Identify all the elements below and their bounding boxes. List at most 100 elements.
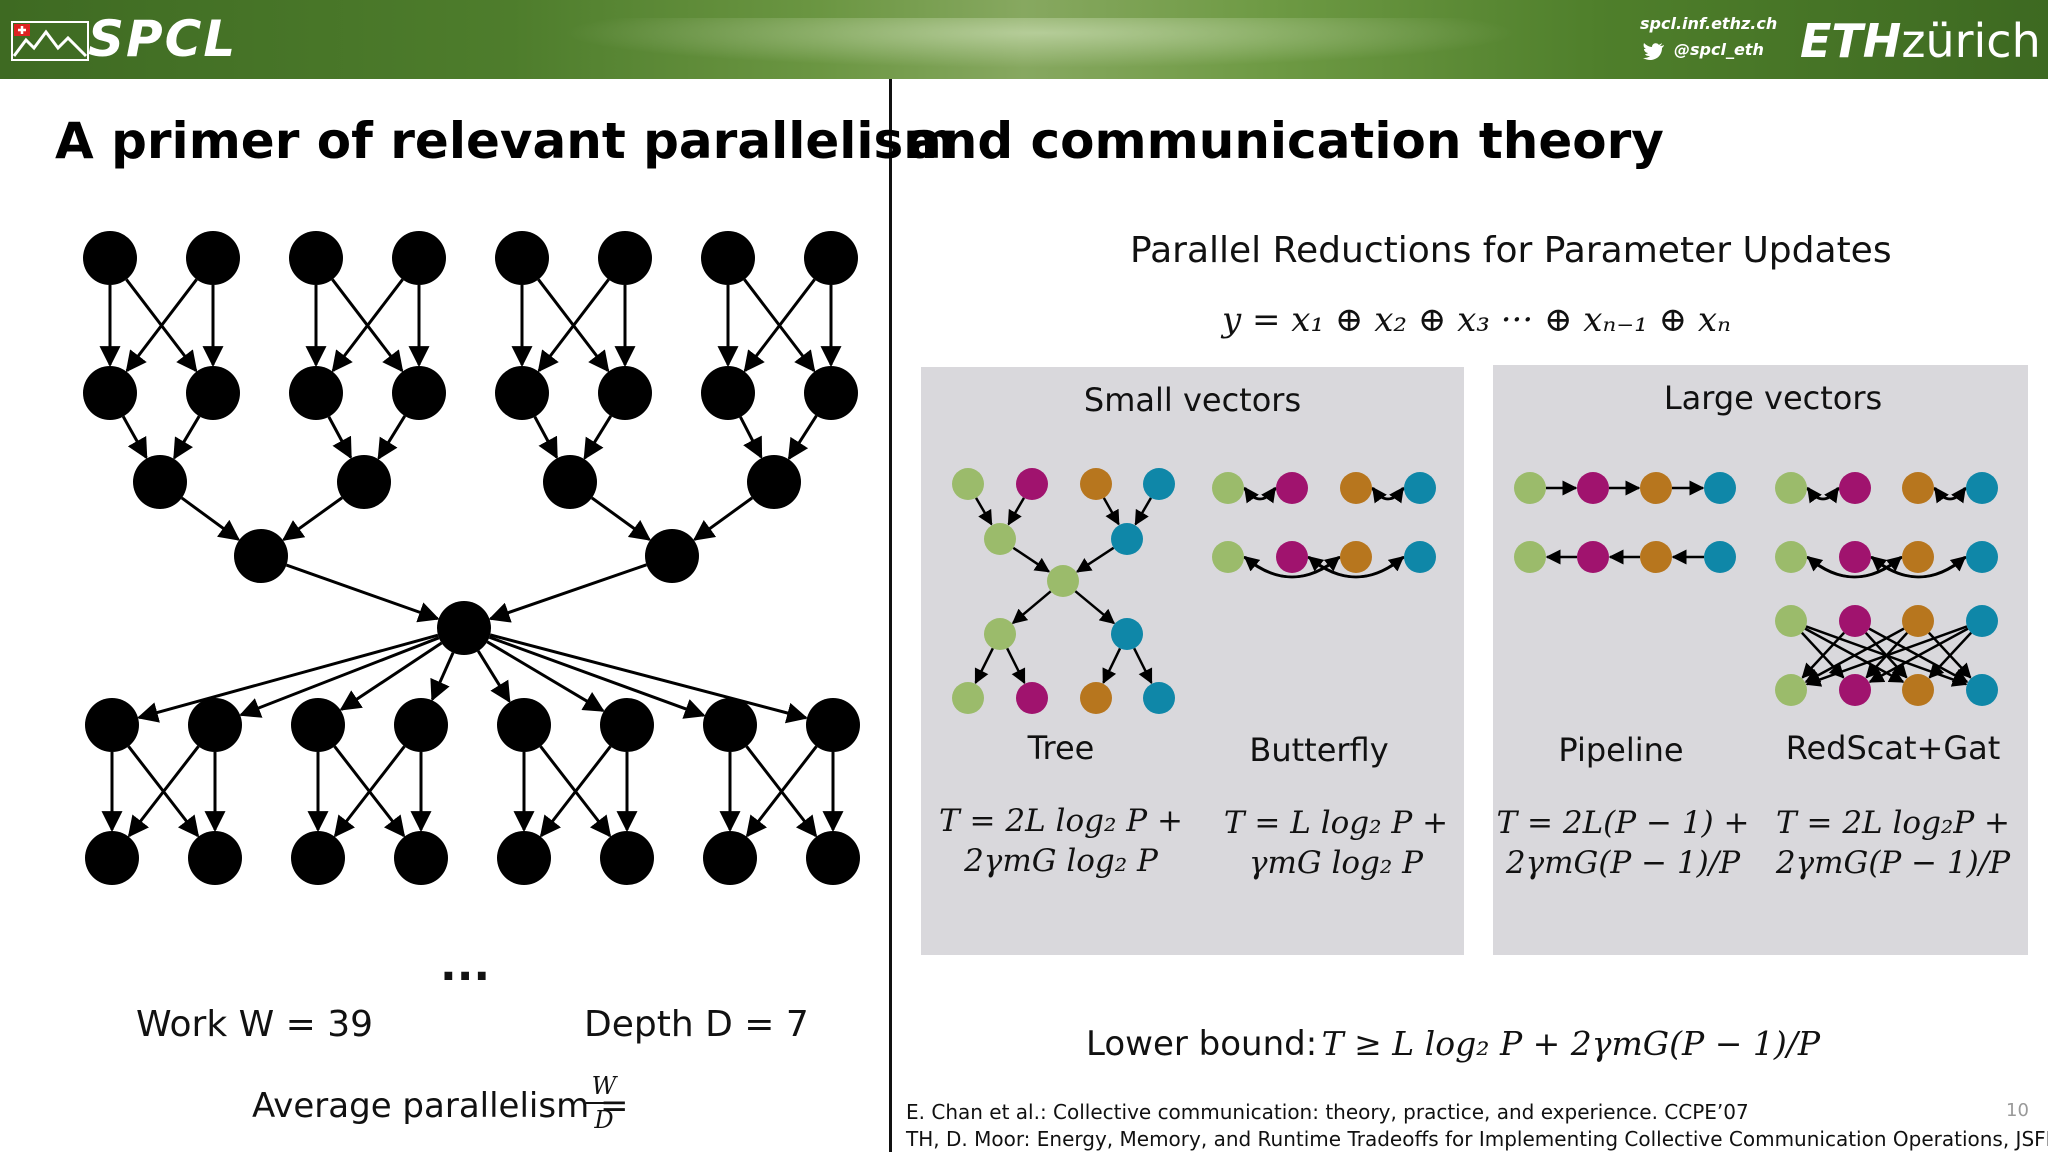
butterfly-edge <box>1373 488 1404 499</box>
dag-node <box>85 698 139 752</box>
eth-zurich-logo: ETHzürich <box>1800 14 2041 68</box>
dag-node <box>497 698 551 752</box>
redscat-node <box>1966 605 1998 637</box>
dag-node <box>291 831 345 885</box>
tree-label: Tree <box>961 729 1161 767</box>
redscat-node <box>1839 472 1871 504</box>
tree-edge <box>1013 591 1051 623</box>
pipeline-label: Pipeline <box>1521 731 1721 769</box>
tree-edge <box>1013 548 1049 572</box>
pipeline-node <box>1704 472 1736 504</box>
dag-node <box>804 366 858 420</box>
tree-edge <box>1007 648 1024 682</box>
redscat-node <box>1839 674 1871 706</box>
column-divider <box>889 79 892 1152</box>
dag-node <box>497 831 551 885</box>
dag-node <box>598 366 652 420</box>
dag-node <box>234 529 288 583</box>
butterfly-node <box>1340 472 1372 504</box>
dag-edge <box>286 565 437 619</box>
dag-node <box>392 366 446 420</box>
dag-edge <box>585 416 611 458</box>
reference-1: E. Chan et al.: Collective communication… <box>906 1100 1749 1124</box>
redscat-node <box>1775 605 1807 637</box>
redscat-formula-line1: T = 2L log₂P + <box>1761 803 2025 843</box>
dag-node <box>85 831 139 885</box>
dag-node <box>437 601 491 655</box>
tree-node <box>1111 523 1143 555</box>
pipeline-node <box>1577 541 1609 573</box>
pipeline-node <box>1704 541 1736 573</box>
dag-edge <box>789 416 816 459</box>
tree-node <box>1016 468 1048 500</box>
dag-edge <box>182 498 239 539</box>
butterfly-node <box>1276 541 1308 573</box>
redscat-node <box>1775 472 1807 504</box>
butterfly-node <box>1404 472 1436 504</box>
redscat-node <box>1902 472 1934 504</box>
dag-node <box>806 831 860 885</box>
dag-edge <box>535 417 557 458</box>
dag-node <box>806 698 860 752</box>
dag-node <box>188 698 242 752</box>
pipeline-node <box>1640 472 1672 504</box>
lower-bound: Lower bound: T ≥ L log₂ P + 2γmG(P − 1)/… <box>1086 1024 1820 1064</box>
dag-node <box>701 366 755 420</box>
dag-edge <box>478 651 509 701</box>
dag-edge <box>695 498 752 540</box>
website-link[interactable]: spcl.inf.ethz.ch <box>1640 14 1777 33</box>
tree-node <box>984 523 1016 555</box>
twitter-handle[interactable]: @spcl_eth <box>1674 40 1764 59</box>
lower-bound-formula: T ≥ L log₂ P + 2γmG(P − 1)/P <box>1322 1024 1820 1063</box>
tree-formula-line2: 2γmG log₂ P <box>921 841 1201 881</box>
work-label: Work W = 39 <box>136 1004 373 1045</box>
tree-node <box>1080 682 1112 714</box>
dag-node <box>337 455 391 509</box>
redscat-edge <box>1808 488 1839 499</box>
dag-node <box>543 455 597 509</box>
dag-edge <box>487 642 603 711</box>
pipeline-node <box>1577 472 1609 504</box>
right-title: and communication theory <box>908 112 1664 170</box>
tree-node <box>1016 682 1048 714</box>
butterfly-node <box>1340 541 1372 573</box>
dag-node <box>291 698 345 752</box>
dag-node <box>495 366 549 420</box>
tree-edge <box>976 648 993 682</box>
dag-node <box>747 455 801 509</box>
redscat-node <box>1966 472 1998 504</box>
small-vectors-panel: Small vectors Tree Butterfly T = 2L log₂… <box>921 367 1464 955</box>
dag-edge <box>490 565 646 619</box>
depth-label: Depth D = 7 <box>584 1004 809 1045</box>
eth-logo-light: zürich <box>1901 14 2040 68</box>
pipeline-node <box>1640 541 1672 573</box>
butterfly-label: Butterfly <box>1219 731 1419 769</box>
dag-edge <box>123 417 146 458</box>
redscat-node <box>1902 674 1934 706</box>
dag-node <box>83 366 137 420</box>
dag-edge <box>329 417 351 458</box>
pipeline-formula-line1: T = 2L(P − 1) + <box>1493 803 1753 843</box>
butterfly-node <box>1212 541 1244 573</box>
dag-edge <box>174 416 199 458</box>
dag-node <box>83 231 137 285</box>
redscat-node <box>1966 541 1998 573</box>
butterfly-edge <box>1245 488 1276 499</box>
tree-edge <box>1009 498 1024 524</box>
dag-node <box>804 231 858 285</box>
tree-node <box>952 468 984 500</box>
dag-node <box>645 529 699 583</box>
lower-bound-label: Lower bound: <box>1086 1024 1317 1064</box>
butterfly-node <box>1212 472 1244 504</box>
redscat-node <box>1775 541 1807 573</box>
average-parallelism-fraction: W D <box>586 1072 622 1134</box>
butterfly-formula-line2: γmG log₂ P <box>1211 843 1461 883</box>
dag-edge <box>284 498 342 540</box>
dag-edge <box>432 653 453 700</box>
dag-node <box>394 831 448 885</box>
tree-edge <box>1136 498 1151 524</box>
header-banner: SPCL spcl.inf.ethz.ch @spcl_eth ETHzüric… <box>0 0 2048 79</box>
dag-node <box>394 698 448 752</box>
dag-node <box>703 698 757 752</box>
eth-logo-bold: ETH <box>1800 14 1901 68</box>
